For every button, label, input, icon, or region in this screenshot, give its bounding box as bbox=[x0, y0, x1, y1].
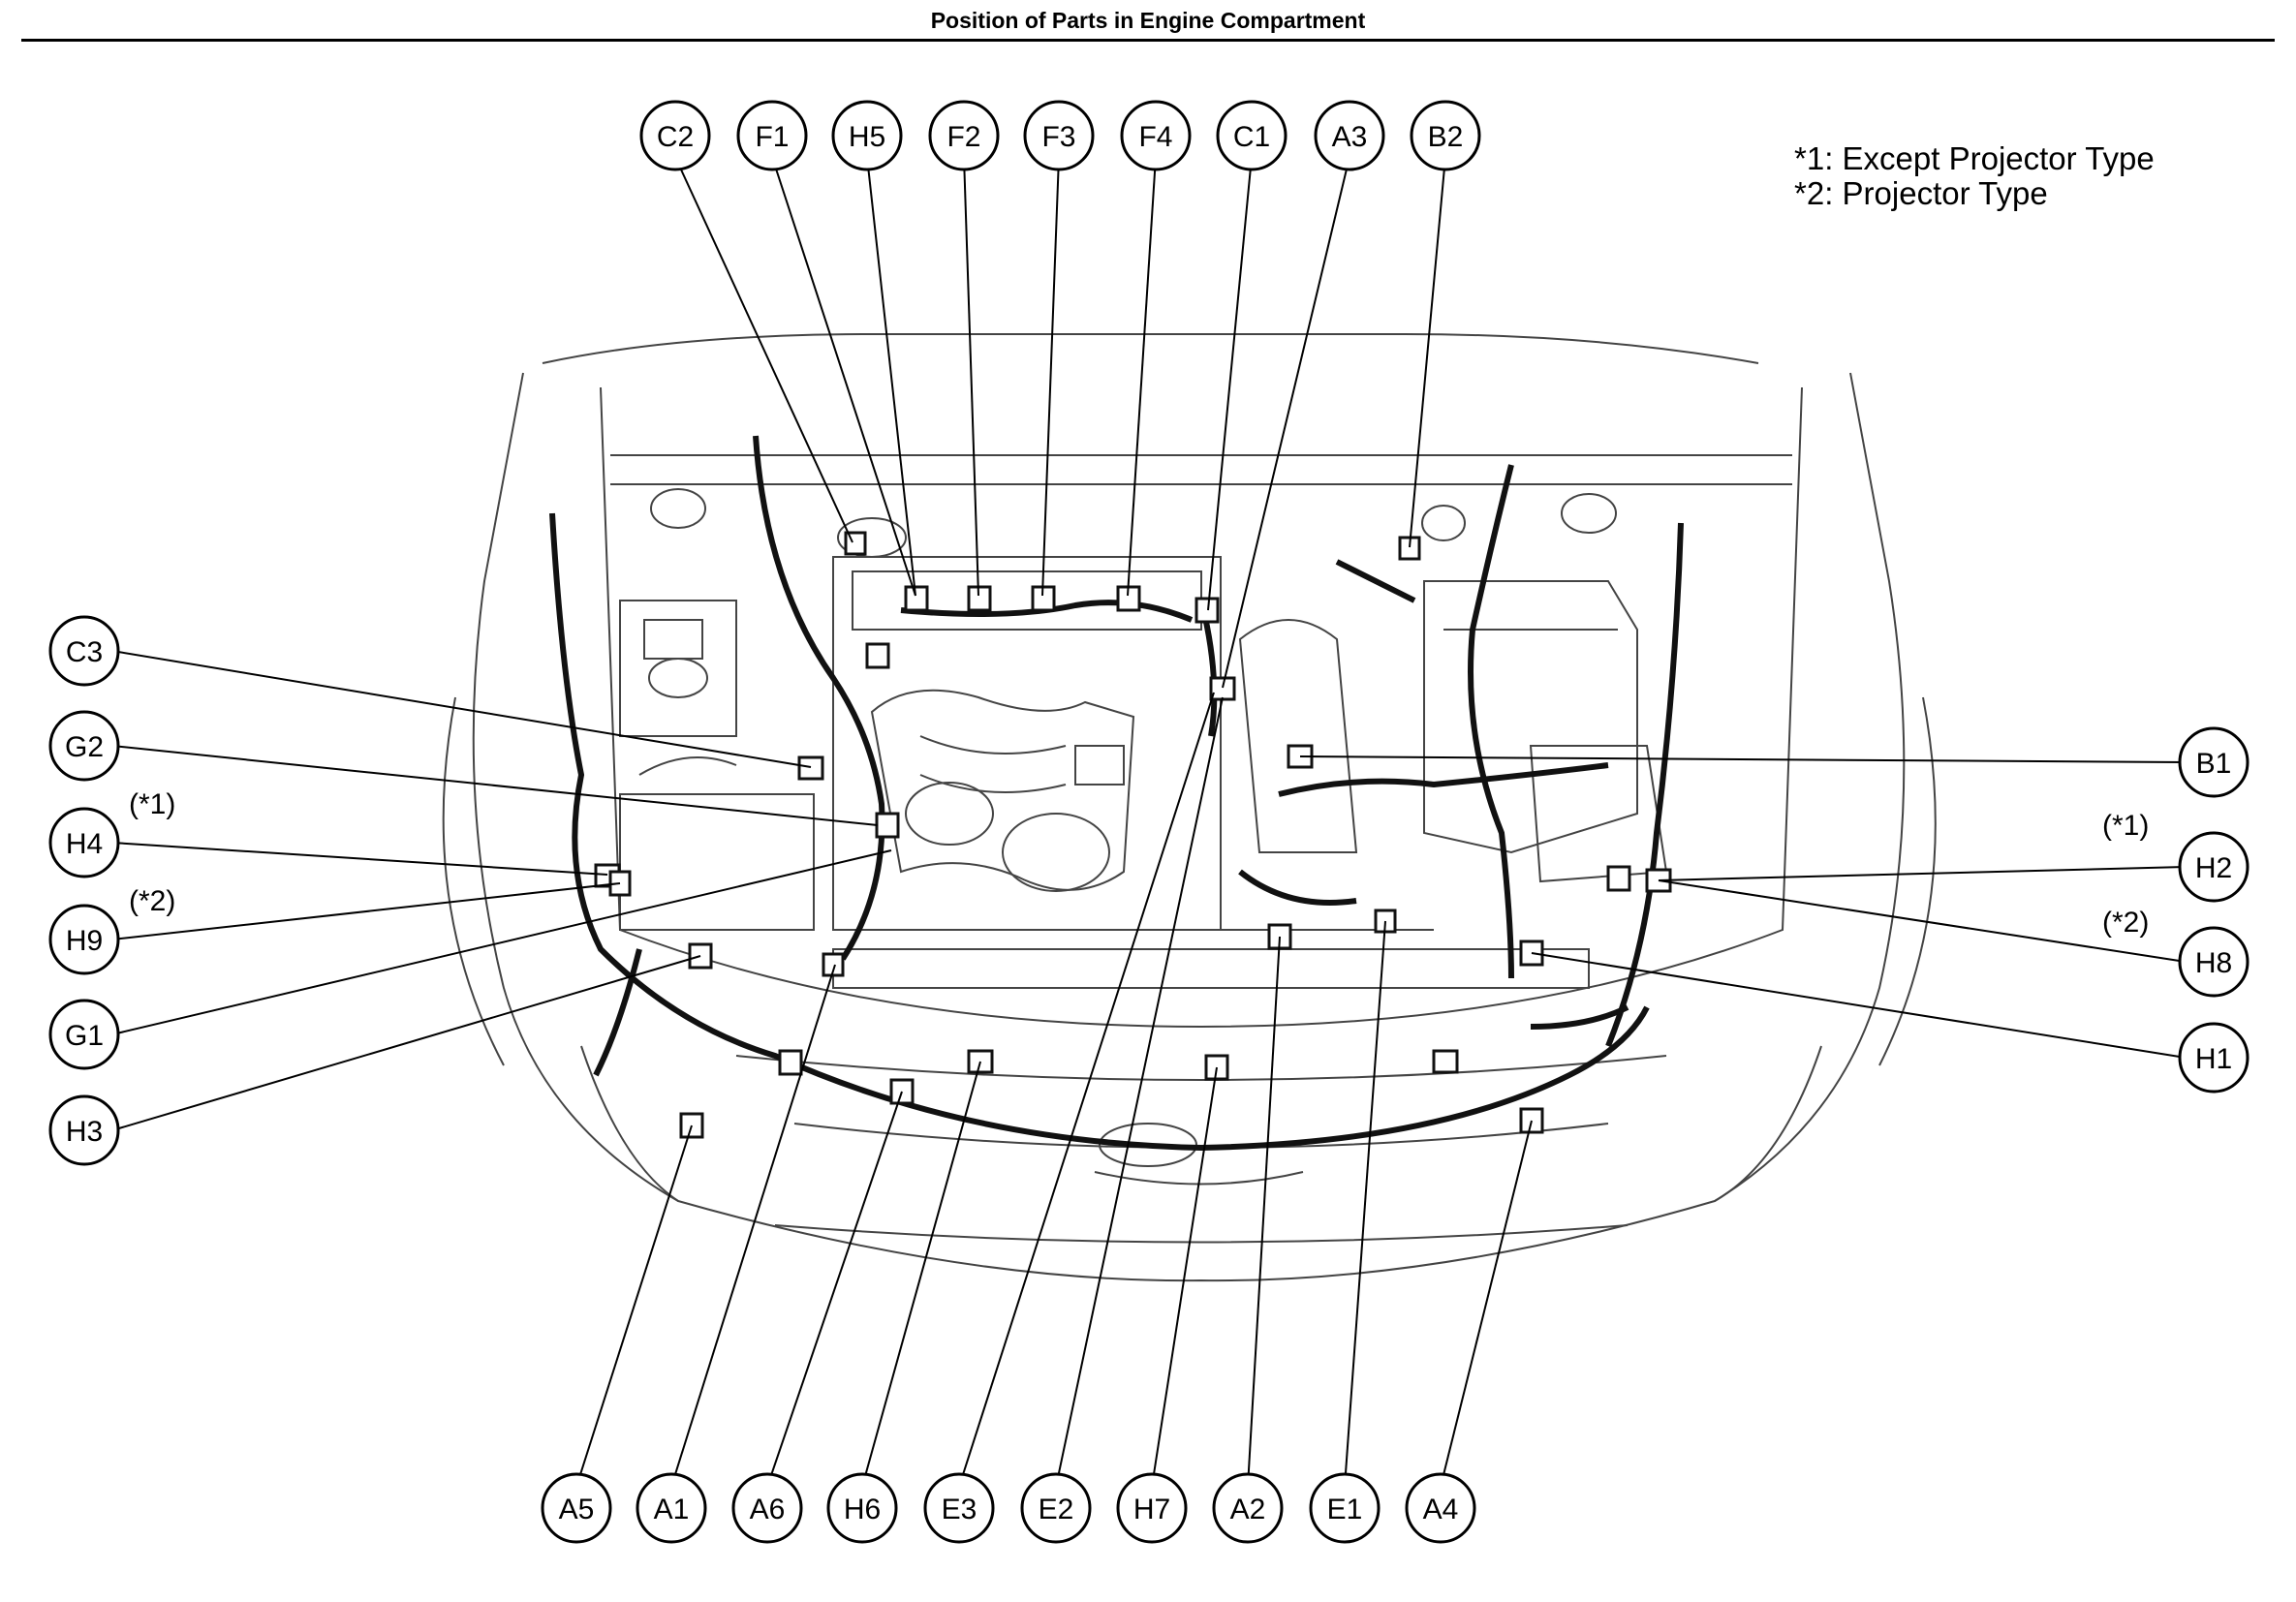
callout-H2: H2 bbox=[2178, 831, 2249, 903]
svg-text:A2: A2 bbox=[1230, 1494, 1266, 1525]
callout-A3: A3 bbox=[1314, 100, 1385, 171]
svg-text:F3: F3 bbox=[1041, 121, 1075, 153]
connectors bbox=[594, 531, 1672, 1139]
callout-H9: H9 bbox=[48, 904, 120, 975]
callout-H1: H1 bbox=[2178, 1022, 2249, 1094]
svg-text:G1: G1 bbox=[65, 1020, 104, 1052]
callout-G2: G2 bbox=[48, 710, 120, 782]
svg-text:A5: A5 bbox=[559, 1494, 595, 1525]
svg-text:H6: H6 bbox=[844, 1494, 881, 1525]
wiring-harness bbox=[549, 435, 1684, 1152]
callout-C1: C1 bbox=[1216, 100, 1288, 171]
callout-B1: B1 bbox=[2178, 726, 2249, 798]
svg-text:B1: B1 bbox=[2196, 748, 2232, 780]
callout-H6: H6 bbox=[826, 1472, 898, 1544]
svg-text:A4: A4 bbox=[1423, 1494, 1459, 1525]
footnote-notes: (*1) (*2) (*1) (*2) bbox=[129, 788, 2149, 939]
vehicle-outline bbox=[442, 333, 1937, 1282]
callout-A4: A4 bbox=[1405, 1472, 1476, 1544]
svg-text:H7: H7 bbox=[1133, 1494, 1170, 1525]
callout-G1: G1 bbox=[48, 999, 120, 1070]
svg-text:F2: F2 bbox=[946, 121, 980, 153]
callouts-left: C3 G2 H4 H9 G1 H3 bbox=[48, 615, 120, 1166]
callout-H8: H8 bbox=[2178, 926, 2249, 998]
title-rule bbox=[21, 39, 2275, 42]
svg-text:C3: C3 bbox=[66, 636, 103, 668]
note-H4: (*1) bbox=[129, 788, 175, 820]
svg-text:E1: E1 bbox=[1327, 1494, 1363, 1525]
svg-text:A6: A6 bbox=[750, 1494, 786, 1525]
svg-text:H4: H4 bbox=[66, 828, 103, 860]
legend: *1: Except Projector Type *2: Projector … bbox=[1794, 141, 2155, 211]
svg-text:H8: H8 bbox=[2195, 947, 2232, 979]
note-H2: (*1) bbox=[2102, 810, 2149, 842]
svg-text:A1: A1 bbox=[654, 1494, 690, 1525]
note-H8: (*2) bbox=[2102, 907, 2149, 939]
svg-text:H5: H5 bbox=[849, 121, 885, 153]
callout-H7: H7 bbox=[1116, 1472, 1188, 1544]
callout-A2: A2 bbox=[1212, 1472, 1284, 1544]
svg-text:H1: H1 bbox=[2195, 1043, 2232, 1075]
legend-item-2: *2: Projector Type bbox=[1794, 175, 2048, 211]
callout-B2: B2 bbox=[1410, 100, 1481, 171]
svg-text:B2: B2 bbox=[1428, 121, 1464, 153]
svg-text:E2: E2 bbox=[1039, 1494, 1074, 1525]
leader-lines bbox=[111, 156, 2187, 1488]
callout-A1: A1 bbox=[636, 1472, 707, 1544]
svg-text:H9: H9 bbox=[66, 925, 103, 957]
callout-F1: F1 bbox=[736, 100, 808, 171]
page-title: Position of Parts in Engine Compartment bbox=[930, 8, 1366, 33]
callout-E1: E1 bbox=[1309, 1472, 1381, 1544]
callout-H3: H3 bbox=[48, 1094, 120, 1166]
svg-text:F4: F4 bbox=[1138, 121, 1172, 153]
svg-text:G2: G2 bbox=[65, 731, 104, 763]
callout-H5: H5 bbox=[831, 100, 903, 171]
callout-C3: C3 bbox=[48, 615, 120, 687]
callout-E3: E3 bbox=[923, 1472, 995, 1544]
callout-A6: A6 bbox=[731, 1472, 803, 1544]
callouts-top: C2 F1 H5 F2 F3 F4 C1 A3 B2 bbox=[639, 100, 1481, 171]
callouts-bottom: A5 A1 A6 H6 E3 E2 H7 A2 E1 A4 bbox=[541, 1472, 1476, 1544]
legend-item-1: *1: Except Projector Type bbox=[1794, 140, 2155, 176]
svg-text:H2: H2 bbox=[2195, 852, 2232, 884]
svg-text:F1: F1 bbox=[755, 121, 789, 153]
svg-text:C2: C2 bbox=[657, 121, 694, 153]
note-H9: (*2) bbox=[129, 885, 175, 917]
callout-F4: F4 bbox=[1120, 100, 1192, 171]
callout-E2: E2 bbox=[1020, 1472, 1092, 1544]
svg-text:E3: E3 bbox=[942, 1494, 977, 1525]
callout-F3: F3 bbox=[1023, 100, 1095, 171]
callout-A5: A5 bbox=[541, 1472, 612, 1544]
callout-H4: H4 bbox=[48, 807, 120, 878]
callouts-right: B1 H2 H8 H1 bbox=[2178, 726, 2249, 1094]
svg-text:H3: H3 bbox=[66, 1116, 103, 1148]
callout-F2: F2 bbox=[928, 100, 1000, 171]
svg-text:C1: C1 bbox=[1233, 121, 1270, 153]
callout-C2: C2 bbox=[639, 100, 711, 171]
svg-text:A3: A3 bbox=[1332, 121, 1368, 153]
